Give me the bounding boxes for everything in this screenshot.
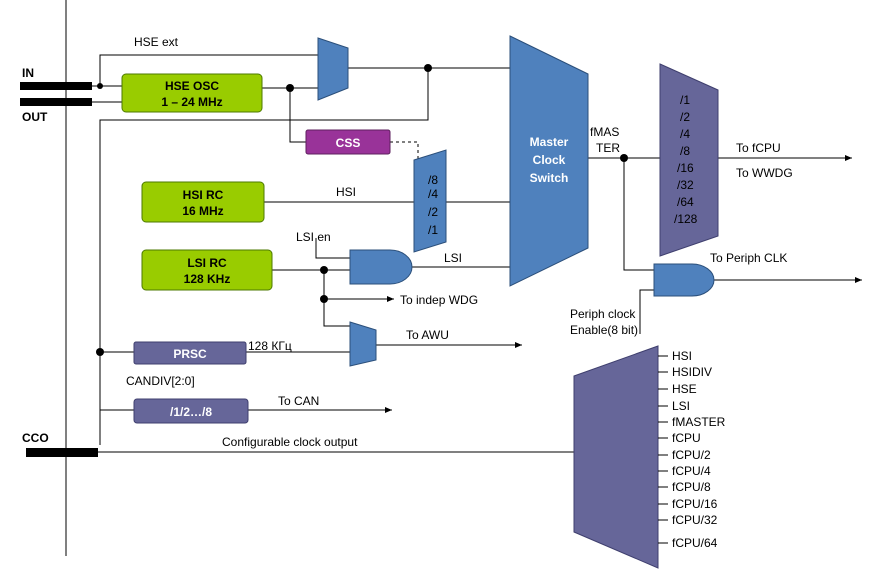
signal-labels: HSE ext HSI LSI en LSI fMAS TER To fCPU … <box>126 35 793 449</box>
svg-text:/8: /8 <box>428 173 438 187</box>
svg-text:HSI RC: HSI RC <box>183 188 224 202</box>
svg-text:128 KHz: 128 KHz <box>184 272 231 286</box>
svg-text:/16: /16 <box>677 161 694 175</box>
awu-mux <box>349 321 377 367</box>
svg-text:/8: /8 <box>680 144 690 158</box>
periph-enable-label-2: Enable(8 bit) <box>570 323 638 337</box>
svg-text:PRSC: PRSC <box>173 347 207 361</box>
junctions <box>96 64 628 356</box>
svg-text:1 – 24 MHz: 1 – 24 MHz <box>161 95 222 109</box>
hse-mux <box>317 37 349 101</box>
cco-source: HSE <box>672 382 697 396</box>
lsi-label: LSI <box>444 251 462 265</box>
hsi-divider-mux: /8 /4 /2 /1 <box>413 149 447 253</box>
pin-in-label: IN <box>22 66 34 80</box>
svg-text:CSS: CSS <box>336 136 361 150</box>
svg-text:/4: /4 <box>680 127 690 141</box>
svg-text:Master: Master <box>530 135 569 149</box>
svg-text:/2: /2 <box>680 110 690 124</box>
to-indep-wdg-label: To indep WDG <box>400 293 478 307</box>
svg-text:/32: /32 <box>677 178 694 192</box>
cco-source-list: HSI HSIDIV HSE LSI fMASTER fCPU fCPU/2 f… <box>672 349 726 550</box>
fmaster-label-2: TER <box>596 141 620 155</box>
hse-osc-block: HSE OSC 1 – 24 MHz <box>121 73 263 113</box>
lsi-en-label: LSI en <box>296 230 331 244</box>
to-wwdg-label: To WWDG <box>736 166 793 180</box>
svg-text:/2: /2 <box>428 205 438 219</box>
svg-text:/128: /128 <box>674 212 698 226</box>
svg-text:/1: /1 <box>428 223 438 237</box>
svg-text:/1: /1 <box>680 93 690 107</box>
periph-and-gate <box>653 263 715 297</box>
pin-out: OUT <box>20 98 92 124</box>
svg-text:HSE OSC: HSE OSC <box>165 79 219 93</box>
lsi-and-gate <box>349 249 413 285</box>
pin-cco: CCO <box>22 431 98 457</box>
pin-cco-label: CCO <box>22 431 49 445</box>
pin-in: IN <box>20 66 92 90</box>
cco-source: HSI <box>672 349 692 363</box>
cco-source: fCPU/16 <box>672 497 718 511</box>
cco-source: HSIDIV <box>672 365 712 379</box>
wires <box>92 54 862 453</box>
cco-source: fCPU/8 <box>672 480 711 494</box>
cco-source: LSI <box>672 399 690 413</box>
pin-out-label: OUT <box>22 110 48 124</box>
svg-text:Clock: Clock <box>533 153 566 167</box>
cco-source: fCPU/2 <box>672 448 711 462</box>
cco-source: fCPU/4 <box>672 464 711 478</box>
cco-output-label: Configurable clock output <box>222 435 358 449</box>
master-clock-switch: Master Clock Switch <box>509 35 589 287</box>
to-fcpu-label: To fCPU <box>736 141 781 155</box>
svg-text:16 MHz: 16 MHz <box>182 204 223 218</box>
to-periph-clk-label: To Periph CLK <box>710 251 787 265</box>
svg-text:/4: /4 <box>428 187 438 201</box>
css-block: CSS <box>305 129 391 155</box>
prsc-out-label: 128 КГц <box>248 339 292 353</box>
svg-text:Switch: Switch <box>530 171 569 185</box>
cco-source: fCPU <box>672 431 701 445</box>
periph-enable-label-1: Periph clock <box>570 307 636 321</box>
prsc-block: PRSC <box>133 341 247 365</box>
candiv-label: CANDIV[2:0] <box>126 374 195 388</box>
cco-input-stubs <box>658 355 668 544</box>
svg-text:LSI RC: LSI RC <box>187 256 227 270</box>
cco-source: fCPU/32 <box>672 513 718 527</box>
hse-ext-label: HSE ext <box>134 35 179 49</box>
hsi-label: HSI <box>336 185 356 199</box>
hsi-rc-block: HSI RC 16 MHz <box>141 181 265 223</box>
svg-text:/1/2…/8: /1/2…/8 <box>170 405 212 419</box>
cco-source: fCPU/64 <box>672 536 718 550</box>
cco-mux <box>573 345 659 569</box>
svg-text:/64: /64 <box>677 195 694 209</box>
lsi-rc-block: LSI RC 128 KHz <box>141 249 273 291</box>
to-awu-label: To AWU <box>406 328 449 342</box>
cpu-prescaler-mux: /1 /2 /4 /8 /16 /32 /64 /128 <box>659 63 719 257</box>
fmaster-label-1: fMAS <box>590 125 619 139</box>
can-divider-block: /1/2…/8 <box>133 398 249 424</box>
to-can-label: To CAN <box>278 394 319 408</box>
cco-source: fMASTER <box>672 415 726 429</box>
